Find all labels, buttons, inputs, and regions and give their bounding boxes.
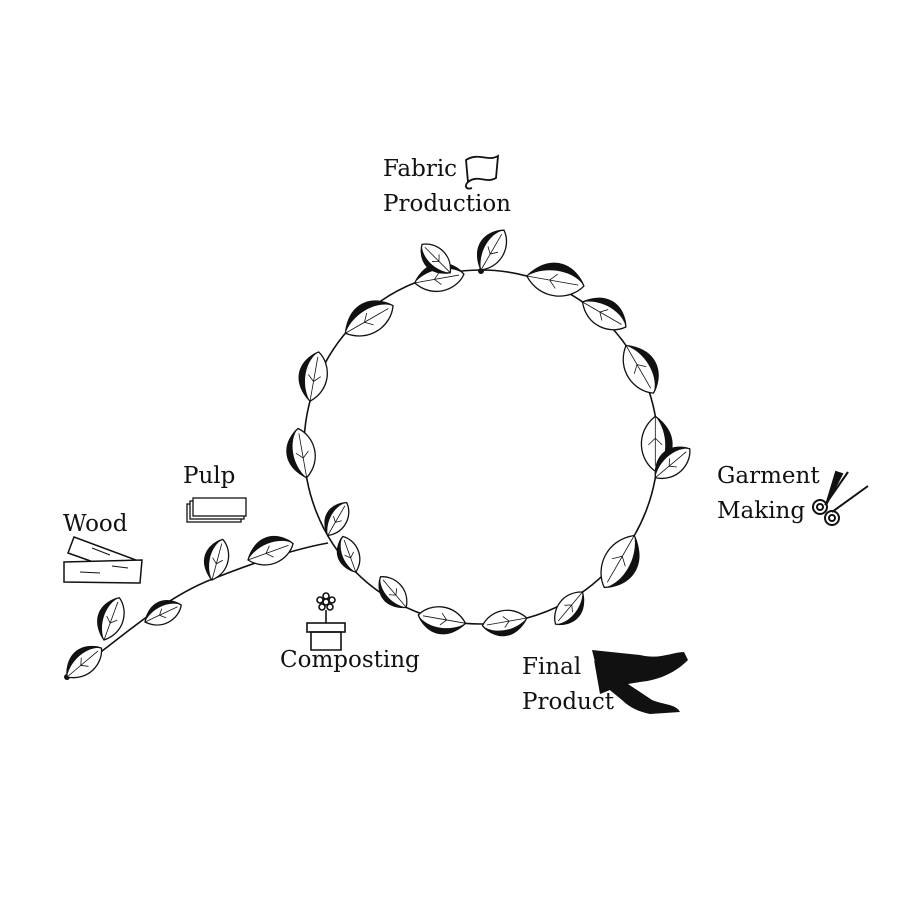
leaf-icon [420, 243, 451, 274]
leaf-icon [600, 534, 640, 589]
pulp-sheets-icon [186, 497, 247, 523]
leaf-icon [413, 262, 465, 293]
leaf-icon [286, 427, 316, 479]
leaf-icon [204, 538, 230, 581]
leaf-icon [378, 576, 408, 609]
final-line1: Final [522, 654, 582, 680]
label-final-product: Final Product [522, 650, 614, 720]
label-fabric-production: Fabric Production [383, 152, 511, 222]
stem-vine [66, 542, 329, 678]
leaf-icon [526, 262, 585, 297]
leaf-icon [144, 600, 182, 626]
leaf-icon [97, 596, 125, 641]
leaf-icon [324, 501, 350, 537]
label-wood: Wood [63, 511, 128, 537]
leaf-icon [417, 606, 467, 635]
label-composting: Composting [280, 647, 420, 673]
fabric-roll-icon [465, 154, 500, 190]
fabric-line2: Production [383, 191, 511, 217]
wood-planks-icon [63, 536, 143, 584]
leaf-icon [481, 609, 528, 637]
leaf-icon [247, 535, 294, 566]
leaf-icon [66, 645, 103, 679]
leaf-icon [654, 446, 691, 480]
leaf-icon [554, 591, 585, 626]
leaf-icon [622, 344, 659, 394]
label-garment-making: Garment Making [717, 459, 820, 529]
scissors-icon [812, 470, 869, 526]
leaf-icon [476, 229, 508, 271]
leaf-icon [298, 351, 328, 402]
leaf-icon [581, 297, 627, 331]
garment-line1: Garment [717, 463, 820, 489]
label-pulp: Pulp [183, 463, 236, 489]
fabric-line1: Fabric [383, 156, 458, 182]
leaf-icon [344, 300, 394, 337]
legs-icon [592, 650, 688, 714]
leaf-icon [336, 535, 361, 573]
flower-pot-icon [306, 592, 346, 651]
final-line2: Product [522, 689, 614, 715]
garment-line2: Making [717, 498, 806, 524]
